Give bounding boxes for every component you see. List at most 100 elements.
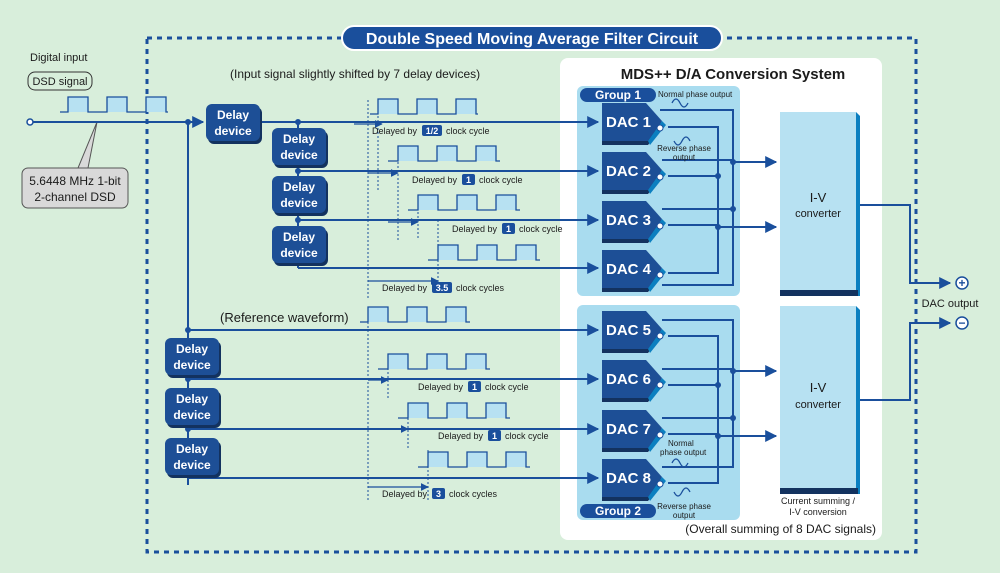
waveform-pulse-fill: [428, 452, 526, 467]
delay-value: 3.5: [436, 283, 449, 293]
dac-5: DAC 5: [602, 311, 666, 353]
delay-value-badge: [422, 125, 442, 136]
reverse-output-node: [656, 271, 664, 279]
normal-phase-wave-icon: [671, 98, 689, 108]
reverse-phase-label-a2: output: [673, 153, 696, 162]
delay-device-7: Delay device: [165, 438, 221, 478]
dac-6: DAC 6: [602, 360, 666, 402]
delay-value: 1: [472, 382, 477, 392]
delay-device-label-2: device: [214, 124, 252, 138]
waveform: [388, 145, 500, 162]
delay-value-badge: [432, 282, 452, 293]
diagram-title: Double Speed Moving Average Filter Circu…: [366, 31, 699, 48]
delay-suffix: clock cycle: [485, 382, 529, 392]
waveform-pulse-fill: [398, 146, 496, 161]
delay-value: 3: [436, 489, 441, 499]
waveform: [60, 96, 168, 113]
delay-value: 1: [466, 175, 471, 185]
summing-note-2: I-V conversion: [789, 507, 847, 517]
dac-label: DAC 4: [606, 261, 652, 278]
dac-label: DAC 6: [606, 371, 651, 388]
delay-value: 1: [492, 431, 497, 441]
reverse-output-node: [656, 124, 664, 132]
delay-value-badge: [468, 381, 481, 392]
delay-value-badge: [432, 488, 445, 499]
delay-prefix: Delayed by: [372, 126, 418, 136]
delay-suffix: clock cycles: [456, 283, 505, 293]
callout-pointer: [77, 121, 98, 169]
reverse-phase-label-b2: output: [673, 511, 696, 520]
delay-suffix: clock cycle: [505, 431, 549, 441]
delay-device-label-2: device: [173, 408, 211, 422]
spec-line-1: 5.6448 MHz 1-bit: [29, 174, 121, 188]
mds-title: MDS++ D/A Conversion System: [621, 66, 846, 83]
input-terminal: [26, 118, 34, 126]
delay-device-label-2: device: [280, 196, 318, 210]
signal-wiring: [33, 109, 952, 485]
delay-value: 1/2: [426, 126, 439, 136]
shift-note: (Input signal slightly shifted by 7 dela…: [230, 67, 480, 81]
reverse-phase-wave-icon-b: [673, 487, 691, 497]
delay-suffix: clock cycles: [449, 489, 498, 499]
dac-3: DAC 3: [602, 201, 666, 243]
reference-waveform-label: (Reference waveform): [220, 310, 349, 325]
junction-dot: [715, 173, 721, 179]
delay-prefix: Delayed by: [452, 224, 498, 234]
dac-4: DAC 4: [602, 250, 666, 292]
delay-annotation-2: Delayed by 1 clock cycle: [368, 169, 523, 185]
dac-label: DAC 1: [606, 114, 651, 131]
normal-phase-label-b1: Normal: [668, 439, 694, 448]
delay-value-badge: [502, 223, 515, 234]
waveform-pulse-fill: [368, 307, 466, 322]
group-2-badge: [580, 504, 656, 518]
reverse-output-node: [656, 381, 664, 389]
delay-device-label-2: device: [173, 358, 211, 372]
waveform-pulse-fill: [378, 99, 476, 114]
junction-dot: [730, 415, 736, 421]
delay-device-label-2: device: [173, 458, 211, 472]
iv-converter-2-label: I-V: [810, 380, 827, 395]
delay-suffix: clock cycle: [519, 224, 563, 234]
waveform-pulse-fill: [418, 195, 516, 210]
junction-dot: [185, 119, 191, 125]
reverse-phase-label-a1: Reverse phase: [657, 144, 711, 153]
delay-prefix: Delayed by: [412, 175, 458, 185]
spec-line-2: 2-channel DSD: [34, 190, 116, 204]
delay-device-label-1: Delay: [283, 132, 315, 146]
waveform-pulse-fill: [68, 97, 166, 112]
dsd-signal-label: DSD signal: [32, 76, 87, 88]
normal-phase-label-a: Normal phase output: [658, 90, 733, 99]
dac-output-label: DAC output: [922, 298, 979, 310]
delay-suffix: clock cycle: [479, 175, 523, 185]
iv-converter-2: I-V converter: [780, 306, 860, 494]
waveform-pulse-fill: [438, 245, 536, 260]
delay-value-badge: [462, 174, 475, 185]
waveform: [360, 306, 470, 323]
junction-dot: [295, 217, 301, 223]
delay-device-label-1: Delay: [176, 442, 208, 456]
waveform: [408, 194, 520, 211]
delay-prefix: Delayed by: [382, 489, 428, 499]
delay-device-label-2: device: [280, 246, 318, 260]
delay-annotation-7: Delayed by 3 clock cycles: [368, 483, 498, 499]
junction-dot: [730, 206, 736, 212]
junction-dot: [295, 168, 301, 174]
reverse-output-node: [656, 332, 664, 340]
iv-converter-1: I-V converter: [780, 112, 860, 296]
iv-converter-2-sub: converter: [795, 399, 841, 411]
dac-1: DAC 1: [602, 103, 666, 145]
delay-value-badge: [488, 430, 501, 441]
summing-note-1: Current summing /: [781, 496, 856, 506]
digital-input-label: Digital input: [30, 52, 87, 64]
reverse-phase-label-b1: Reverse phase: [657, 502, 711, 511]
delay-suffix: clock cycle: [446, 126, 490, 136]
